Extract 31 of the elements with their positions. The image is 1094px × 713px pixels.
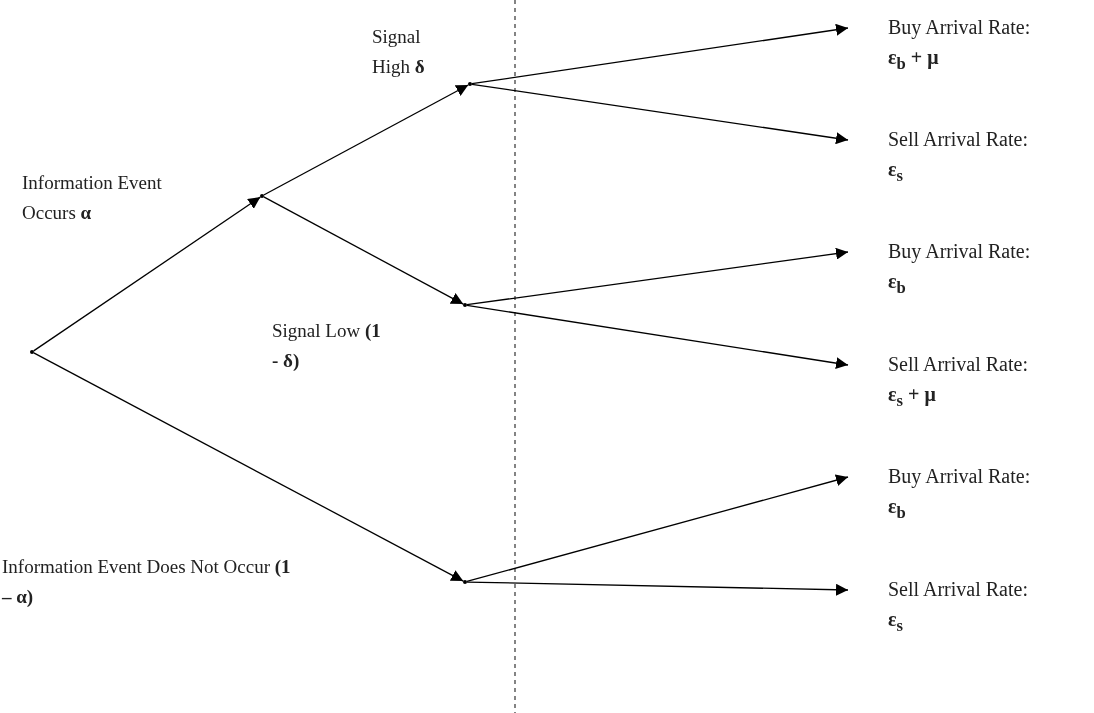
edge-label: Signal Low (1 - δ) [272,319,382,373]
outcome-label: Buy Arrival Rate: [888,15,1032,41]
arrow [466,247,849,306]
arrow [471,23,849,85]
branch-point [463,580,467,584]
branch-point [30,350,34,354]
outcome-label: Sell Arrival Rate: [888,577,1029,602]
rate-formula: ε$_{s}$ [888,607,905,637]
outcome-label: Sell Arrival Rate: [888,352,1029,377]
branch-point [463,303,467,307]
rate-formula: ε$_{s}$ + μ [888,382,937,412]
edge-label: Information Event Does Not Occur (1 – α) [2,555,292,609]
arrow [33,196,261,352]
rate-formula: ε$_{b}$ [888,494,907,524]
rate-formula: ε$_{b}$ [888,269,907,299]
arrow [466,581,849,596]
edge-label: Signal High δ [372,25,426,79]
arrow [33,352,464,582]
arrow [263,84,469,196]
branch-point [260,194,264,198]
arrow [263,196,464,305]
outcome-label: Buy Arrival Rate: [888,239,1032,265]
outcome-label: Sell Arrival Rate: [888,127,1029,152]
edge-label: Information Event Occurs α [22,171,163,225]
arrow [466,474,849,583]
outcome-label: Buy Arrival Rate: [888,464,1032,490]
arrow [466,304,849,370]
rate-formula: ε$_{s}$ [888,157,905,187]
arrow [471,83,849,145]
branch-point [468,82,472,86]
rate-formula: ε$_{b}$ + μ [888,45,940,75]
